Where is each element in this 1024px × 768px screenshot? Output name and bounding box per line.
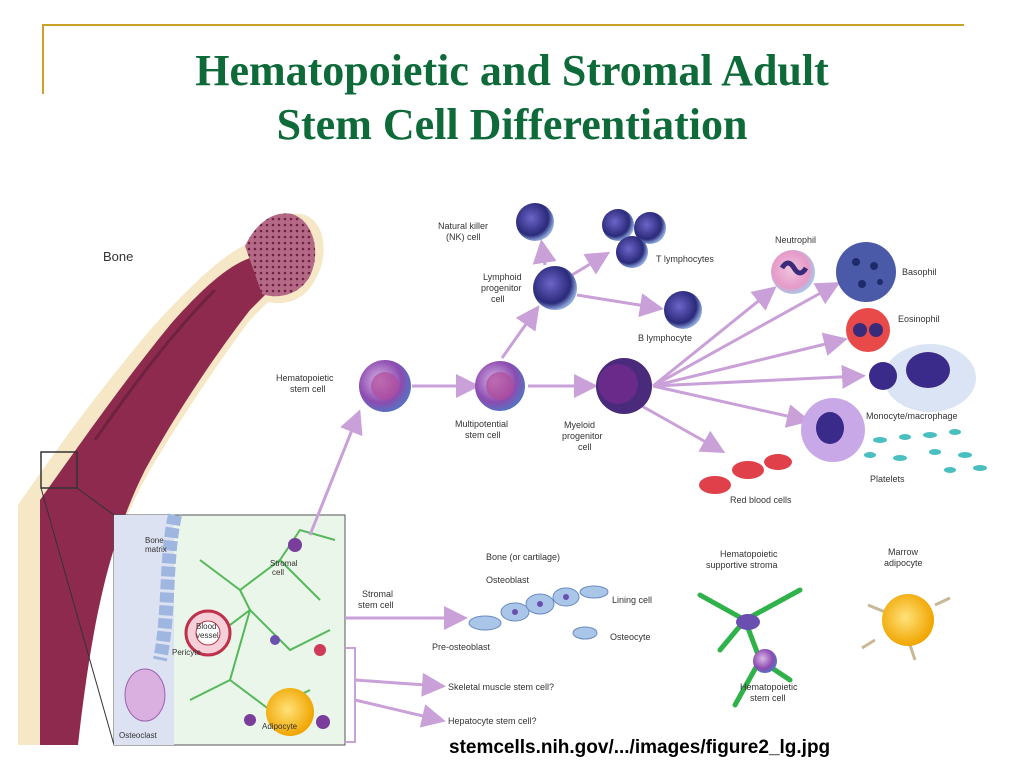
label-pericyte: Pericyte (172, 648, 201, 657)
label-stromal-cell-2: cell (272, 568, 284, 577)
label-osteocyte: Osteocyte (610, 632, 651, 642)
hematopoietic-stem-cell (359, 360, 411, 412)
label-myeloid-1: Myeloid (564, 420, 595, 430)
label-pre-osteoblast: Pre-osteoblast (432, 642, 491, 652)
marrow-inset: Bone matrix Stromal cell Blood vessel Pe… (113, 513, 346, 746)
lymphoid-progenitor-cell (533, 266, 577, 310)
title-line-1: Hematopoietic and Stromal Adult (195, 46, 829, 95)
label-osteoblast: Osteoblast (486, 575, 530, 585)
marrow-adipocyte-cell (861, 594, 951, 661)
arrow-to-t (571, 251, 611, 277)
osteoblast-chain (468, 585, 609, 640)
label-lining-cell: Lining cell (612, 595, 652, 605)
red-blood-cells (699, 454, 792, 494)
label-hsc-small-2: stem cell (750, 693, 786, 703)
monocyte-small-cell (869, 362, 897, 390)
label-basophil: Basophil (902, 267, 937, 277)
platelets-cells (864, 429, 987, 473)
label-stromal-stem-2: stem cell (358, 600, 394, 610)
nk-cell (516, 203, 554, 241)
label-bone-matrix-2: matrix (145, 545, 167, 554)
arrow-to-b (576, 293, 664, 317)
title-accent-line (42, 24, 964, 26)
title-line-2: Stem Cell Differentiation (276, 100, 748, 149)
osteoblast-lining (153, 513, 182, 662)
label-myeloid-3: cell (578, 442, 592, 452)
neutrophil-cell (771, 250, 815, 294)
label-bone: Bone (103, 249, 133, 264)
diagram-labels: Natural killer (NK) cell Lymphoid progen… (276, 221, 958, 726)
b-lymphocyte (664, 291, 702, 329)
possible-fates-bracket (345, 647, 356, 743)
label-bone-cartilage: Bone (or cartilage) (486, 552, 560, 562)
zoom-line-1 (76, 487, 115, 516)
osteoclast-cell (124, 668, 166, 722)
label-multipotential-1: Multipotential (455, 419, 508, 429)
zoom-line-2 (40, 487, 115, 746)
label-lymphoid-1: Lymphoid (483, 272, 522, 282)
label-skeletal: Skeletal muscle stem cell? (448, 682, 554, 692)
arrow-to-neutrophil (652, 286, 777, 388)
label-marrow-adipocyte-1: Marrow (888, 547, 919, 557)
label-adipocyte: Adipocyte (262, 722, 298, 731)
supportive-stroma-cell (697, 587, 803, 708)
label-nk-cell-1: Natural killer (438, 221, 488, 231)
stromal-stem-cell-dot (288, 538, 302, 552)
label-hepatocyte: Hepatocyte stem cell? (448, 716, 537, 726)
bone-illustration: Bone (18, 213, 324, 746)
macrophage-cell (801, 398, 865, 462)
zoom-box (40, 451, 78, 489)
label-hsc-1: Hematopoietic (276, 373, 334, 383)
label-stromal-stem-1: Stromal (362, 589, 393, 599)
slide-title: Hematopoietic and Stromal Adult Stem Cel… (0, 44, 1024, 152)
multipotential-stem-cell (475, 361, 525, 411)
label-blood-vessel-2: vessel (196, 631, 219, 640)
source-citation: stemcells.nih.gov/.../images/figure2_lg.… (449, 737, 831, 758)
label-eosinophil: Eosinophil (898, 314, 940, 324)
label-blood-vessel-1: Blood (196, 622, 216, 631)
label-hsc-small-1: Hematopoietic (740, 682, 798, 692)
label-supportive-2: supportive stroma (706, 560, 778, 570)
arrow-to-hepatocyte (354, 698, 446, 728)
label-supportive-1: Hematopoietic (720, 549, 778, 559)
label-t-lymphocytes: T lymphocytes (656, 254, 714, 264)
label-neutrophil: Neutrophil (775, 235, 816, 245)
arrow-to-monocyte (652, 364, 866, 389)
arrow-to-eosinophil (652, 332, 848, 388)
adipocyte-cell (266, 688, 314, 736)
arrow-to-platelets (652, 384, 811, 428)
title-accent-bar (42, 24, 44, 94)
arrow-to-nk (532, 239, 557, 266)
differentiation-arrows (308, 239, 866, 728)
eosinophil-cell (846, 308, 890, 352)
bone-head-spongy (245, 213, 316, 297)
label-lymphoid-2: progenitor (481, 283, 522, 293)
label-multipotential-2: stem cell (465, 430, 501, 440)
label-bone-matrix-1: Bone (145, 536, 164, 545)
label-b-lymphocyte: B lymphocyte (638, 333, 692, 343)
label-osteoclast: Osteoclast (119, 731, 158, 740)
label-lymphoid-3: cell (491, 294, 505, 304)
arrow-to-basophil (652, 282, 841, 388)
arrow-to-rbc (639, 403, 726, 453)
bone-marrow-edge (93, 288, 217, 441)
label-platelets: Platelets (870, 474, 905, 484)
myeloid-progenitor-cell (596, 358, 652, 414)
monocyte-cell (884, 344, 976, 412)
label-monocyte: Monocyte/macrophage (866, 411, 958, 421)
label-nk-cell-2: (NK) cell (446, 232, 481, 242)
label-stromal-cell-1: Stromal (270, 559, 298, 568)
arrow-to-skeletal (354, 672, 446, 697)
arrow-to-lymphoid (500, 305, 540, 359)
label-marrow-adipocyte-2: adipocyte (884, 558, 923, 568)
label-myeloid-2: progenitor (562, 431, 603, 441)
arrow-to-hsc (308, 409, 363, 536)
label-rbc: Red blood cells (730, 495, 792, 505)
label-hsc-2: stem cell (290, 384, 326, 394)
t-lymphocytes (602, 209, 666, 268)
basophil-cell (836, 242, 896, 302)
